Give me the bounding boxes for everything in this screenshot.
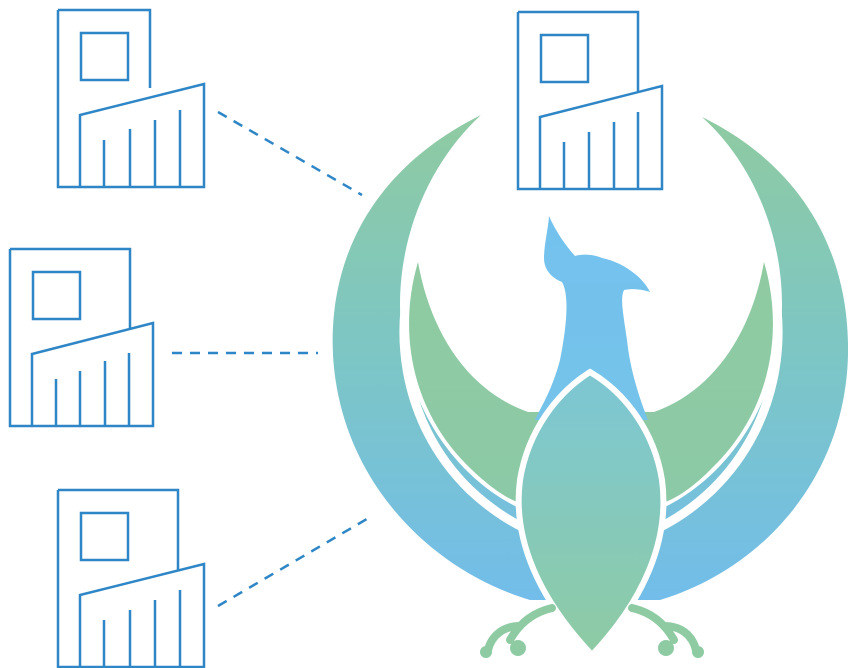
bird-left-foot <box>480 604 556 658</box>
connectors <box>172 110 373 608</box>
bird-body <box>515 368 667 660</box>
phoenix-logo <box>332 115 848 660</box>
bird-head-neck <box>535 216 650 420</box>
inner-wing <box>409 262 773 505</box>
building-icon-top-left <box>56 8 206 189</box>
building-icon-top-center <box>516 10 664 191</box>
building-icon-middle-left <box>8 247 155 428</box>
bird-right-foot <box>628 604 704 658</box>
building-icon-bottom-left <box>56 488 206 668</box>
connector-bottom-left <box>217 514 373 608</box>
connector-top-left <box>217 110 363 197</box>
